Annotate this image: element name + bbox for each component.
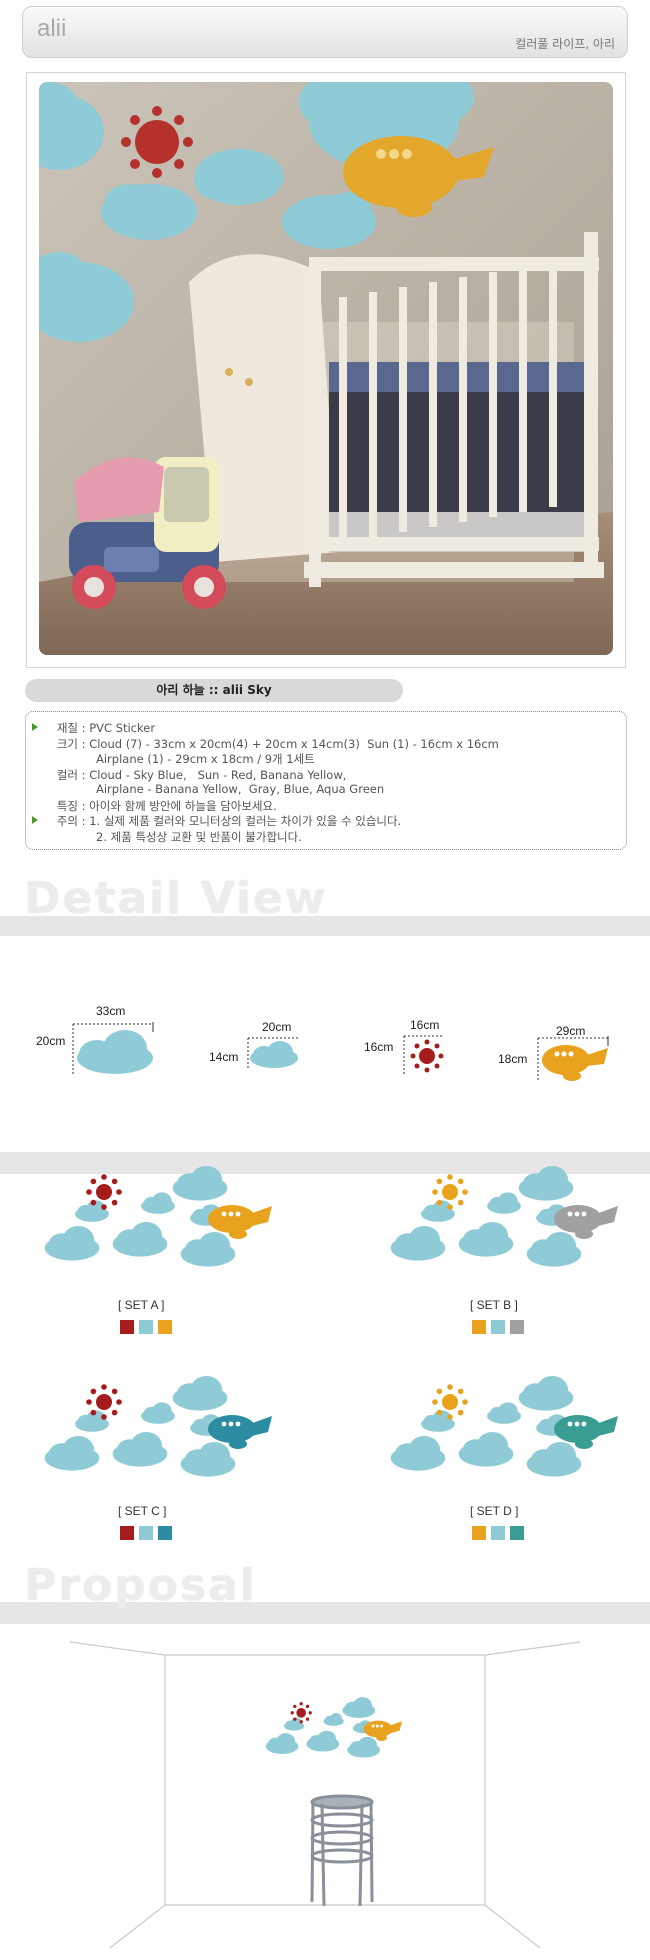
cloud-large-diagram xyxy=(72,1022,154,1074)
spec-value: 2. 제품 특성상 교환 및 반품이 불가합니다. xyxy=(96,829,302,844)
size-height: 20cm xyxy=(36,1034,66,1048)
color-swatch xyxy=(491,1526,505,1540)
color-swatch xyxy=(158,1526,172,1540)
alii-logo[interactable]: alii xyxy=(37,15,67,42)
proposal-band xyxy=(0,1602,650,1624)
size-width: 16cm xyxy=(410,1018,440,1032)
spec-value: Cloud - Sky Blue, Sun - Red, Banana Yell… xyxy=(89,767,347,782)
spec-value: 1. 실제 제품 컬러와 모니터상의 컬러는 차이가 있을 수 있습니다. xyxy=(89,814,402,828)
spec-key: 크기 xyxy=(56,736,78,751)
header-bar: alii 컬러풀 라이프, 아리 xyxy=(22,6,628,58)
detail-view-heading: Detail View xyxy=(24,873,328,924)
color-swatch xyxy=(510,1526,524,1540)
spec-key: 컬러 xyxy=(56,767,78,782)
size-width: 20cm xyxy=(262,1020,292,1034)
proposal-stickers xyxy=(265,1697,402,1758)
spec-value: 아이와 함께 방안에 하늘을 담아보세요. xyxy=(89,798,277,813)
size-height: 16cm xyxy=(364,1040,394,1054)
wall-sun xyxy=(121,106,193,178)
proposal-heading: Proposal xyxy=(24,1560,257,1611)
detail-band xyxy=(0,916,650,936)
set-illustration xyxy=(32,1164,272,1282)
header-tagline: 컬러풀 라이프, 아리 xyxy=(515,37,615,51)
cloud-small-diagram xyxy=(247,1037,298,1070)
spec-line: Airplane (1) - 29cm x 18cm / 9개 1세트 xyxy=(32,751,315,767)
color-swatch xyxy=(139,1320,153,1334)
room-proposal xyxy=(69,1641,581,1949)
wall-clouds xyxy=(39,82,474,342)
spec-key: 주의 xyxy=(56,814,78,828)
spec-value: Airplane (1) - 29cm x 18cm / 9개 1세트 xyxy=(96,752,315,766)
nursery-photo xyxy=(39,82,613,655)
set-label: [ SET A ] xyxy=(118,1298,165,1312)
spec-line: Airplane - Banana Yellow, Gray, Blue, Aq… xyxy=(32,782,384,796)
spec-line: 컬러 : Cloud - Sky Blue, Sun - Red, Banana… xyxy=(32,767,347,783)
color-swatch xyxy=(510,1320,524,1334)
spec-key: 특징 xyxy=(56,798,78,813)
set-label: [ SET D ] xyxy=(470,1504,519,1518)
size-width: 33cm xyxy=(96,1004,126,1018)
stool xyxy=(310,1794,374,1907)
product-title: 아리 하늘 :: alii Sky xyxy=(25,679,403,702)
spec-line: 주의 : 1. 실제 제품 컬러와 모니터상의 컬러는 차이가 있을 수 있습니… xyxy=(32,813,401,829)
color-swatch xyxy=(139,1526,153,1540)
sets-band xyxy=(0,1152,650,1174)
spec-line: 2. 제품 특성상 교환 및 반품이 불가합니다. xyxy=(32,829,302,845)
arrow-bullet-icon xyxy=(32,723,38,731)
color-swatch xyxy=(472,1320,486,1334)
size-height: 14cm xyxy=(209,1050,239,1064)
spec-line: 재질 : PVC Sticker xyxy=(32,720,155,736)
color-swatch xyxy=(491,1320,505,1334)
spec-value: Cloud (7) - 33cm x 20cm(4) + 20cm x 14cm… xyxy=(89,736,499,751)
size-width: 29cm xyxy=(556,1024,586,1038)
spec-key: 재질 xyxy=(56,721,78,735)
size-height: 18cm xyxy=(498,1052,528,1066)
wall-airplane xyxy=(343,136,494,217)
color-swatch xyxy=(120,1526,134,1540)
set-illustration xyxy=(32,1374,272,1492)
spec-line: 크기 : Cloud (7) - 33cm x 20cm(4) + 20cm x… xyxy=(32,736,499,752)
size-diagram: 33cm 20cm 20cm 14cm 16cm 16cm 29cm 18cm xyxy=(0,1000,650,1090)
airplane-diagram xyxy=(537,1036,609,1082)
set-label: [ SET C ] xyxy=(118,1504,167,1518)
arrow-bullet-icon xyxy=(32,816,38,824)
color-swatch xyxy=(158,1320,172,1334)
ride-on-toy xyxy=(69,457,226,609)
spec-value: PVC Sticker xyxy=(89,721,156,735)
spec-value: Airplane - Banana Yellow, Gray, Blue, Aq… xyxy=(96,782,385,796)
color-swatch xyxy=(120,1320,134,1334)
nursery-scene xyxy=(39,82,613,655)
spec-line: 특징 : 아이와 함께 방안에 하늘을 담아보세요. xyxy=(32,798,277,814)
product-photo-frame xyxy=(26,72,626,668)
color-swatch xyxy=(472,1526,486,1540)
sun-diagram xyxy=(403,1035,444,1074)
set-illustration xyxy=(378,1164,618,1282)
crib xyxy=(189,232,604,587)
set-label: [ SET B ] xyxy=(470,1298,518,1312)
set-illustration xyxy=(378,1374,618,1492)
